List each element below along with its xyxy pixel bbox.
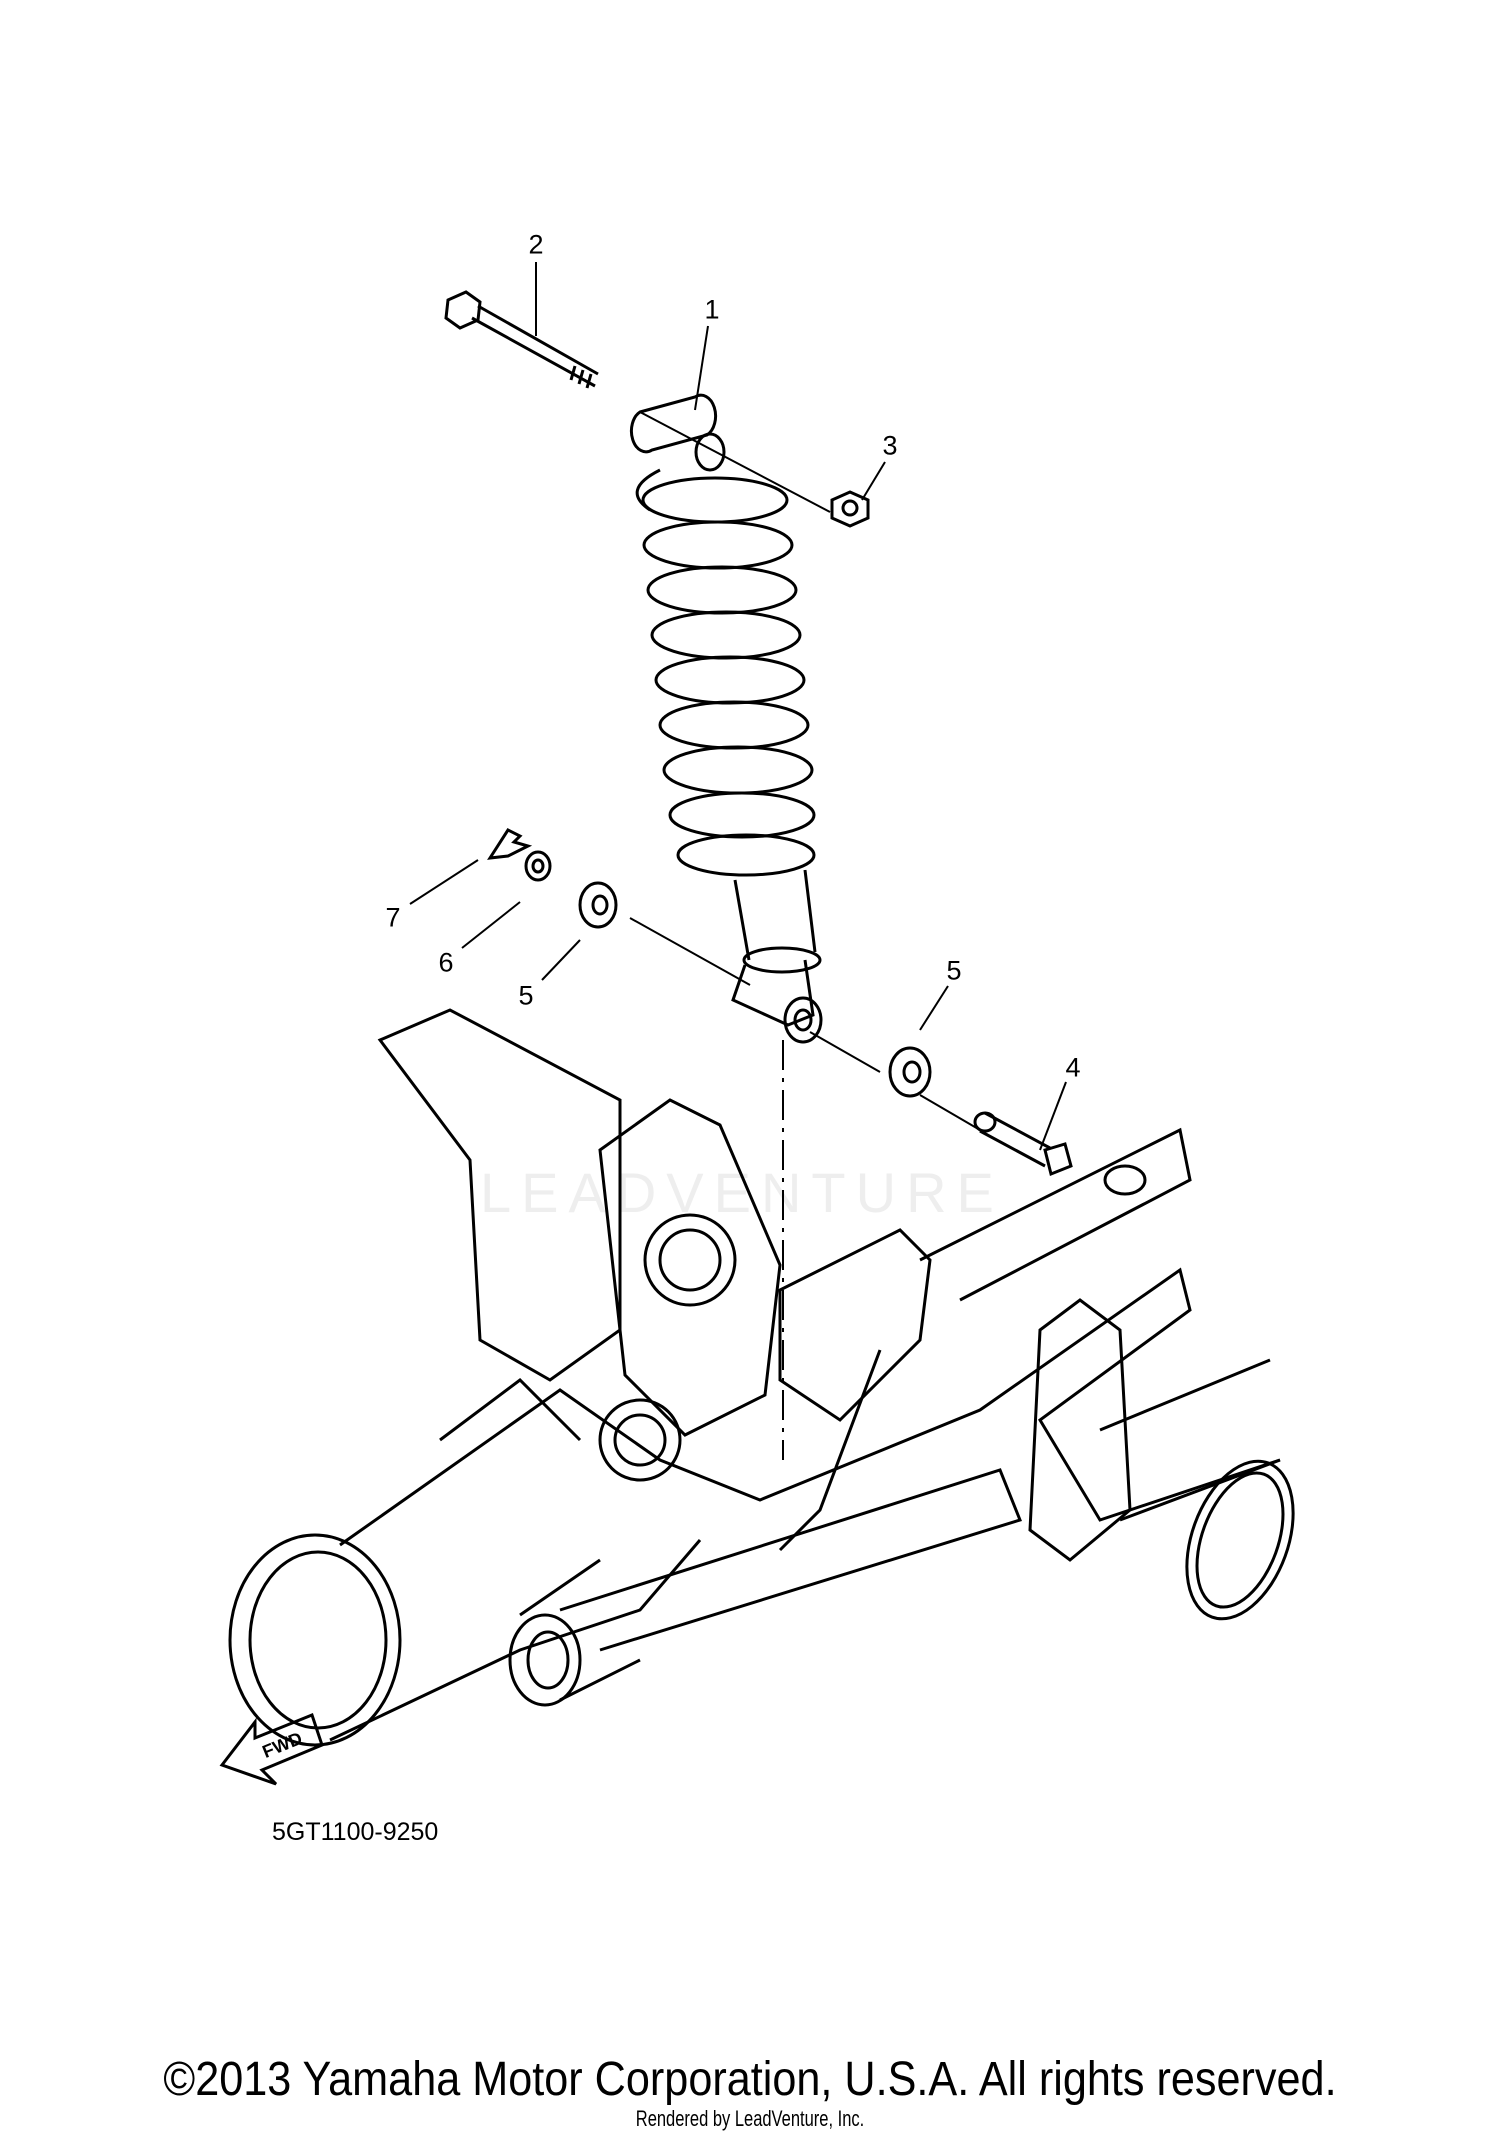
leader-lines	[409, 262, 1067, 1460]
callout-6: 6	[438, 947, 454, 978]
cotter-pin-part-7	[487, 828, 533, 860]
rendered-by-notice: Rendered by LeadVenture, Inc.	[635, 2106, 865, 2131]
washer-part-6	[524, 850, 552, 882]
callout-4: 4	[1065, 1052, 1081, 1083]
watermark: LEADVENTURE	[480, 1161, 1004, 1224]
bushing-part-5-right	[888, 1046, 932, 1098]
nut-part-3	[830, 490, 870, 528]
bolt-part-2	[444, 290, 599, 389]
copyright-notice: ©2013 Yamaha Motor Corporation, U.S.A. A…	[163, 2053, 1337, 2106]
callout-1: 1	[704, 294, 720, 325]
swingarm-part	[228, 1008, 1295, 1747]
callout-2: 2	[528, 229, 544, 260]
callout-7: 7	[385, 902, 401, 933]
pin-part-4	[973, 1111, 1073, 1177]
callout-5-right: 5	[946, 955, 962, 986]
callout-5-left: 5	[518, 980, 534, 1011]
callout-3: 3	[882, 430, 898, 461]
forward-arrow-icon	[219, 1713, 324, 1786]
bushing-part-5-left	[578, 881, 618, 929]
shock-absorber-part-1	[629, 393, 823, 1044]
part-code: 5GT1100-9250	[272, 1818, 439, 1846]
